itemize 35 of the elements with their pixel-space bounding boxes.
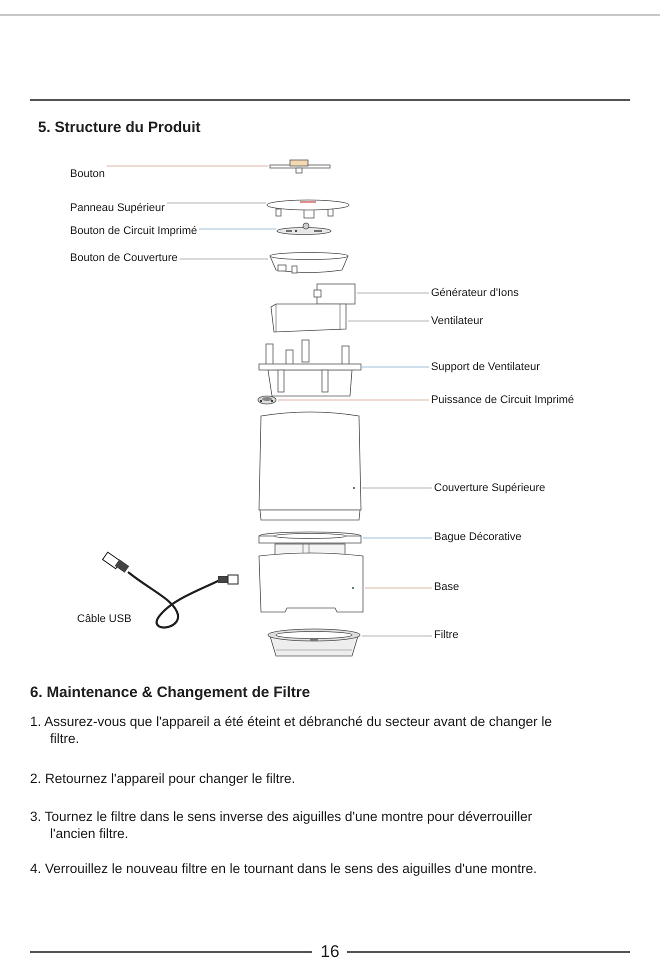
circuit-board-drawing: [276, 222, 332, 236]
section-heading: 5. Structure du Produit: [38, 119, 201, 136]
cover-knob-drawing: [268, 251, 350, 275]
section-heading: 6. Maintenance & Changement de Filtre: [30, 684, 310, 701]
instruction-text: 1. Assurez-vous que l'appareil a été éteint et débranché du secteur avant de changer le filtre.: [30, 713, 553, 747]
part-label: Couverture Supérieure: [434, 478, 546, 498]
part-label: Ventilateur: [431, 311, 483, 331]
leader-line: [362, 366, 430, 368]
leader-line: [179, 258, 268, 260]
part-label: Bouton: [70, 164, 105, 184]
leader-line: [166, 202, 266, 204]
filter-drawing: [266, 626, 362, 658]
part-label: Générateur d'Ions: [431, 283, 519, 303]
part-label: Puissance de Circuit Imprimé: [431, 390, 574, 410]
decorative-ring-drawing: [257, 530, 363, 546]
part-label: Support de Ventilateur: [431, 357, 540, 377]
leader-line: [348, 320, 430, 322]
instruction-text: 2. Retournez l'appareil pour changer le filtre.: [30, 770, 296, 787]
power-board-drawing: [256, 394, 278, 406]
top-cover-drawing: [258, 410, 362, 522]
leader-line: [356, 292, 430, 294]
part-label: Bague Décorative: [434, 527, 522, 547]
leader-line: [198, 228, 276, 230]
ion-generator-drawing: [313, 282, 357, 306]
part-label: Bouton de Couverture: [70, 248, 178, 268]
part-label: Panneau Supérieur: [70, 198, 165, 218]
page-number: 16: [320, 942, 340, 962]
instruction-text: 4. Verrouillez le nouveau filtre en le tournant dans le sens des aiguilles d'une montre.: [30, 860, 538, 877]
instruction-text: 3. Tournez le filtre dans le sens inverse des aiguilles d'une montre pour déverrouiller l'ancien filtre.: [30, 808, 534, 842]
button-part-drawing: [268, 158, 332, 174]
part-label: Bouton de Circuit Imprimé: [70, 221, 198, 241]
part-label: Filtre: [434, 625, 458, 645]
fan-drawing: [270, 303, 348, 333]
part-label: Base: [434, 577, 460, 597]
cable-label: Câble USB: [77, 613, 132, 625]
